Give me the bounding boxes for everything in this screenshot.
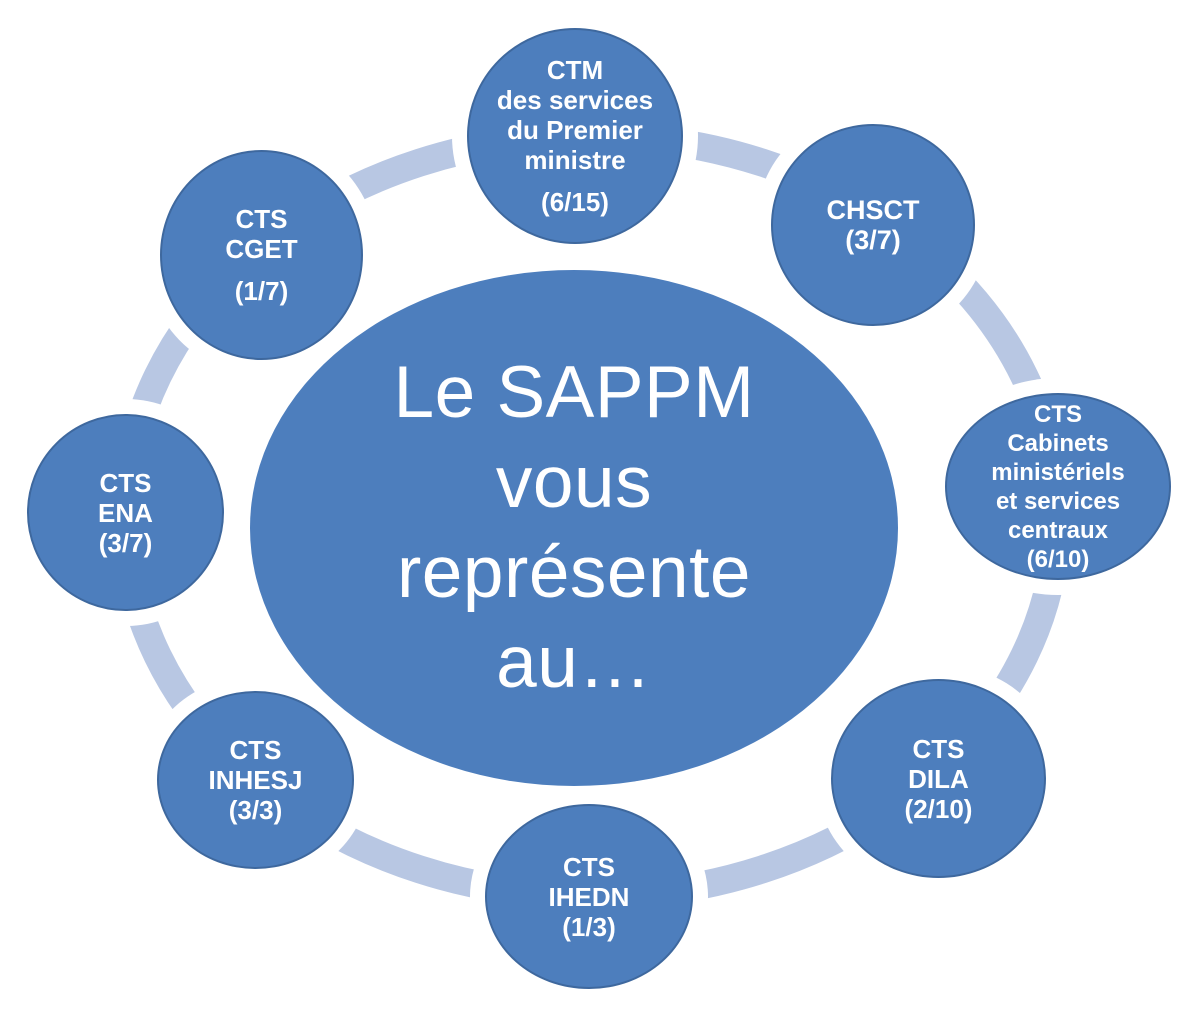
node-ratio: (3/7)	[98, 527, 153, 558]
node-ratio: (3/3)	[228, 795, 283, 825]
node-ratio: (3/7)	[845, 225, 901, 255]
node-label: CTS IHEDN	[548, 851, 630, 912]
node-ratio: (1/3)	[562, 911, 616, 942]
node-cts-ihedn: CTS IHEDN (1/3)	[485, 804, 693, 989]
node-ratio: (2/10)	[904, 793, 973, 824]
center-title: Le SAPPM vous représente au…	[393, 352, 755, 703]
node-ratio: (6/15)	[541, 187, 609, 217]
node-label: CTM des services du Premier ministre	[496, 55, 654, 175]
node-label: CTS CGET	[225, 204, 298, 264]
node-ratio: (1/7)	[234, 276, 289, 306]
node-label: CTS INHESJ	[208, 735, 303, 795]
node-cts-inhesj: CTS INHESJ (3/3)	[157, 691, 354, 869]
node-label: CHSCT	[826, 195, 920, 225]
center-ellipse-sappm: Le SAPPM vous représente au…	[250, 270, 898, 786]
node-cts-cabinets-ministeriels: CTS Cabinets ministériels et services ce…	[945, 393, 1171, 580]
node-label: CTS DILA	[908, 733, 969, 794]
node-chsct: CHSCT (3/7)	[771, 124, 975, 326]
node-cts-ena: CTS ENA (3/7)	[27, 414, 224, 611]
node-ratio: (6/10)	[1026, 545, 1090, 573]
node-cts-dila: CTS DILA (2/10)	[831, 679, 1046, 878]
node-label: CTS ENA	[98, 467, 153, 528]
node-label: CTS Cabinets ministériels et services ce…	[991, 400, 1125, 544]
node-ctm-services-premier-ministre: CTM des services du Premier ministre (6/…	[467, 28, 683, 244]
node-cts-cget: CTS CGET (1/7)	[160, 150, 363, 360]
